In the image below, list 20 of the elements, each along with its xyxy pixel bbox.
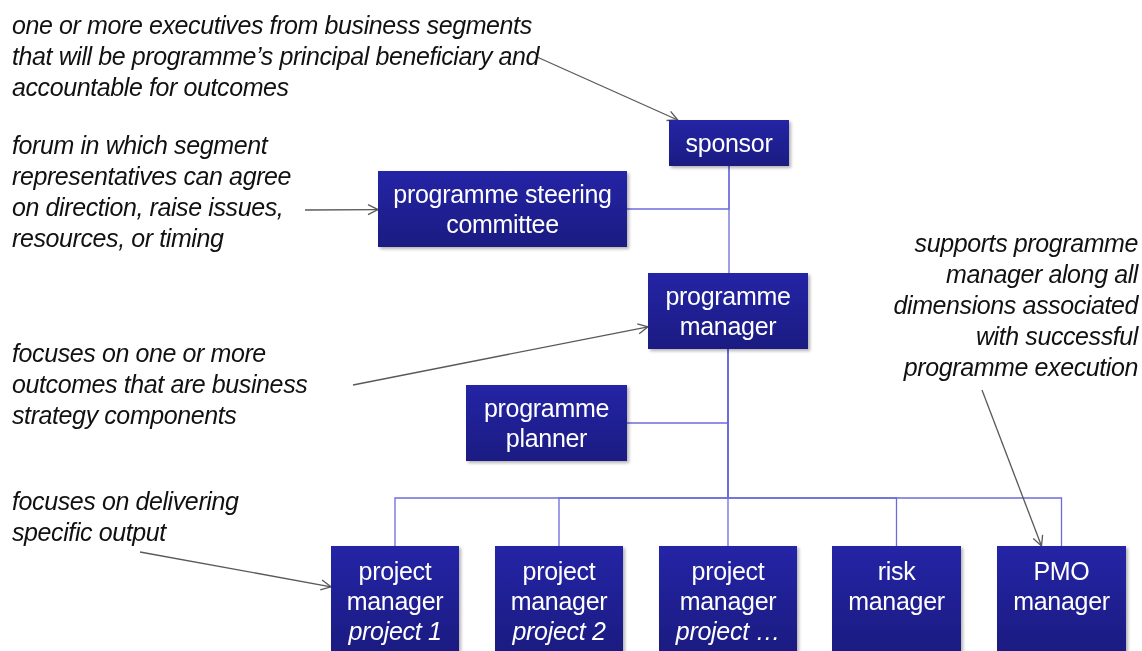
role-box: risk manager — [832, 546, 961, 651]
connector-line — [728, 165, 730, 274]
leader-line — [536, 56, 679, 122]
annotation-text: supports programme manager along all dimensions associated with successful programme execution — [858, 228, 1138, 383]
annotation-text: one or more executives from business segments that will be programme’s principal beneficiary and accountable for outcomes — [12, 10, 540, 103]
role-box: programme steering committee — [378, 171, 627, 247]
annotation-text: focuses on delivering specific output — [12, 486, 270, 548]
role-box: programme manager — [648, 273, 808, 349]
leader-line — [139, 551, 332, 591]
role-box: programme planner — [466, 385, 627, 461]
leader-line — [352, 323, 649, 386]
leader-line — [304, 204, 379, 216]
role-box: sponsor — [669, 120, 789, 166]
leader-line — [981, 389, 1044, 547]
role-box: project manager project 1 — [331, 546, 459, 651]
annotation-text: focuses on one or more outcomes that are business strategy components — [12, 338, 352, 431]
role-box: project manager project … — [659, 546, 797, 651]
role-box: PMO manager — [997, 546, 1126, 651]
annotation-text: forum in which segment representatives can agree on direction, raise issues, resources, or timing — [12, 130, 304, 254]
role-box: project manager project 2 — [495, 546, 623, 651]
